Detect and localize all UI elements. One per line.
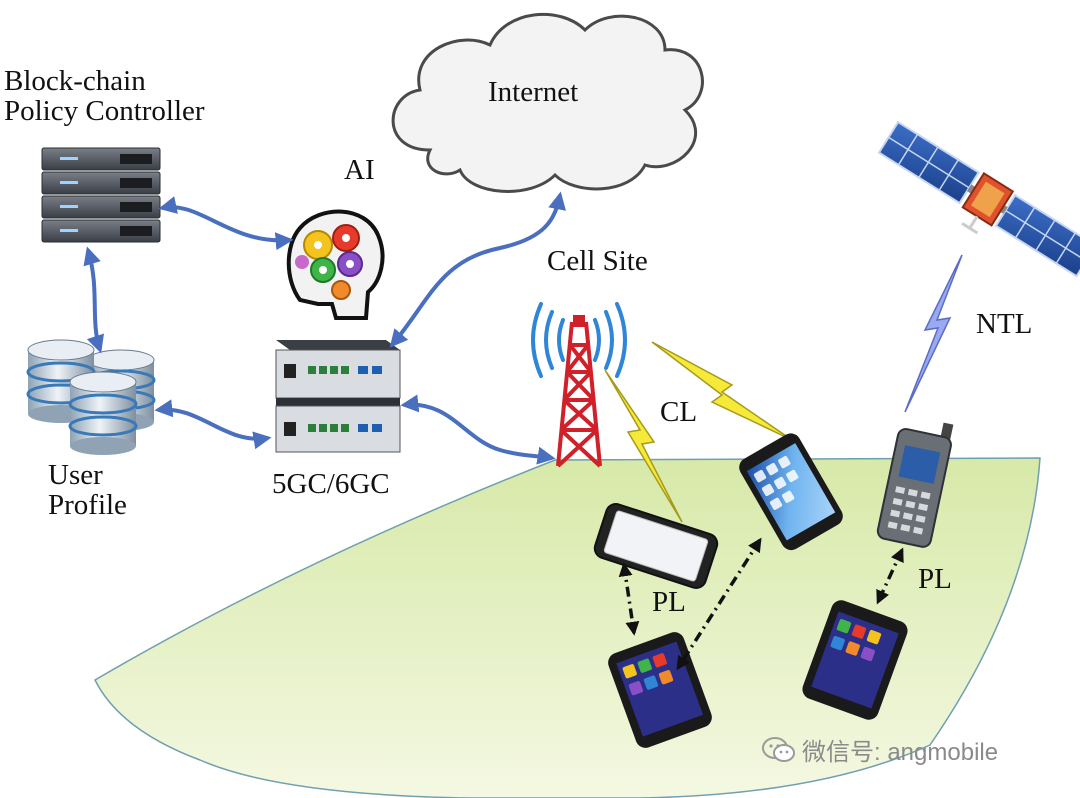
satellite-link-lightning [904, 254, 963, 413]
internet-label: Internet [488, 76, 579, 108]
cell-site-label: Cell Site [547, 245, 648, 277]
internet-cloud [391, 12, 704, 193]
controller-label-line2: Policy Controller [4, 95, 205, 127]
pl-right-label: PL [918, 563, 952, 595]
user-profile-label: User Profile [48, 460, 127, 520]
ai-label: AI [344, 154, 375, 186]
satellite-phone-icon [876, 422, 954, 548]
controller-label: Block-chain Policy Controller [4, 66, 205, 126]
smartphone-icon-bottom-right [802, 600, 908, 720]
core-network-switch-icon [275, 340, 401, 453]
proximity-links [618, 537, 904, 671]
server-rack-icon [41, 147, 161, 243]
database-icon [26, 339, 156, 455]
core-network-label: 5GC/6GC [272, 468, 390, 500]
smartphone-icon-top [739, 433, 843, 551]
satellite-icon [877, 120, 1080, 278]
network-links [83, 191, 566, 465]
user-profile-label-line2: Profile [48, 489, 127, 521]
ntl-label: NTL [976, 308, 1033, 340]
controller-label-line1: Block-chain [4, 65, 146, 97]
ai-brain-icon [286, 209, 385, 320]
watermark-text: 微信号: angmobile [802, 739, 999, 766]
pl-left-label: PL [652, 586, 686, 618]
user-profile-label-line1: User [48, 459, 103, 491]
cell-tower-icon [531, 302, 627, 468]
wechat-icon [762, 737, 796, 770]
watermark: 微信号: angmobile [762, 732, 998, 770]
cl-label: CL [660, 396, 698, 428]
